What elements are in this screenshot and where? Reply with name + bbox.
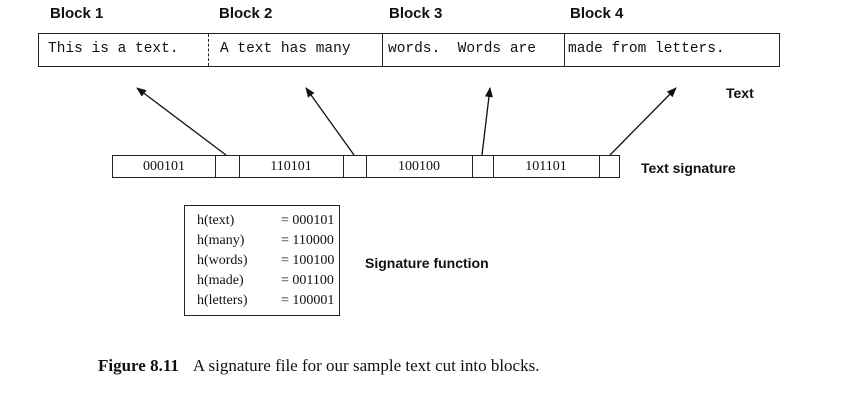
signature-separator <box>343 156 344 177</box>
block-3-text: words. Words are <box>388 41 536 57</box>
arrow-1 <box>136 87 227 156</box>
figure-number: Figure 8.11 <box>98 356 179 375</box>
arrow-4 <box>609 87 677 156</box>
function-entry: h(words) = 100100 <box>197 251 339 271</box>
function-entry: h(made) = 001100 <box>197 271 339 291</box>
text-label: Text <box>726 85 754 101</box>
block-3-label: Block 3 <box>389 5 443 22</box>
signature-separator <box>472 156 473 177</box>
block-1-label: Block 1 <box>50 5 104 22</box>
function-key: h(words) <box>197 253 248 268</box>
function-key: h(letters) <box>197 293 248 308</box>
block-2-text: A text has many <box>220 41 351 57</box>
text-signature-label: Text signature <box>641 160 736 176</box>
text-signature-row: 000101 110101 100100 101101 <box>112 155 620 178</box>
function-value: = 100100 <box>281 253 335 268</box>
signature-function-box: h(text) = 000101 h(many) = 110000 h(word… <box>184 205 340 316</box>
signature-separator <box>493 156 494 177</box>
block-separator <box>208 34 209 66</box>
function-value: = 100001 <box>281 293 335 308</box>
signature-cell-2: 110101 <box>270 159 312 174</box>
block-2-label: Block 2 <box>219 5 273 22</box>
function-key: h(text) <box>197 213 235 228</box>
function-key: h(many) <box>197 233 245 248</box>
signature-separator <box>239 156 240 177</box>
signature-function-label: Signature function <box>365 255 489 271</box>
signature-separator <box>366 156 367 177</box>
function-entry: h(letters) = 100001 <box>197 291 339 311</box>
function-key: h(made) <box>197 273 244 288</box>
block-1-text: This is a text. <box>48 41 179 57</box>
block-4-label: Block 4 <box>570 5 624 22</box>
figure-caption-text: A signature file for our sample text cut… <box>192 356 540 375</box>
function-value: = 000101 <box>281 213 335 228</box>
signature-cell-1: 000101 <box>143 159 185 174</box>
block-separator <box>564 34 565 66</box>
block-separator <box>382 34 383 66</box>
function-entry: h(text) = 000101 <box>197 211 339 231</box>
signature-cell-4: 101101 <box>525 159 567 174</box>
function-value: = 110000 <box>281 233 334 248</box>
signature-separator <box>599 156 600 177</box>
block-4-text: made from letters. <box>568 41 725 57</box>
function-entry: h(many) = 110000 <box>197 231 339 251</box>
text-row: This is a text. A text has many words. W… <box>38 33 780 67</box>
signature-cell-3: 100100 <box>398 159 440 174</box>
function-value: = 001100 <box>281 273 334 288</box>
signature-separator <box>215 156 216 177</box>
figure-caption: Figure 8.11 A signature file for our samp… <box>98 356 539 376</box>
arrow-3 <box>481 87 493 156</box>
arrow-2 <box>305 87 355 156</box>
